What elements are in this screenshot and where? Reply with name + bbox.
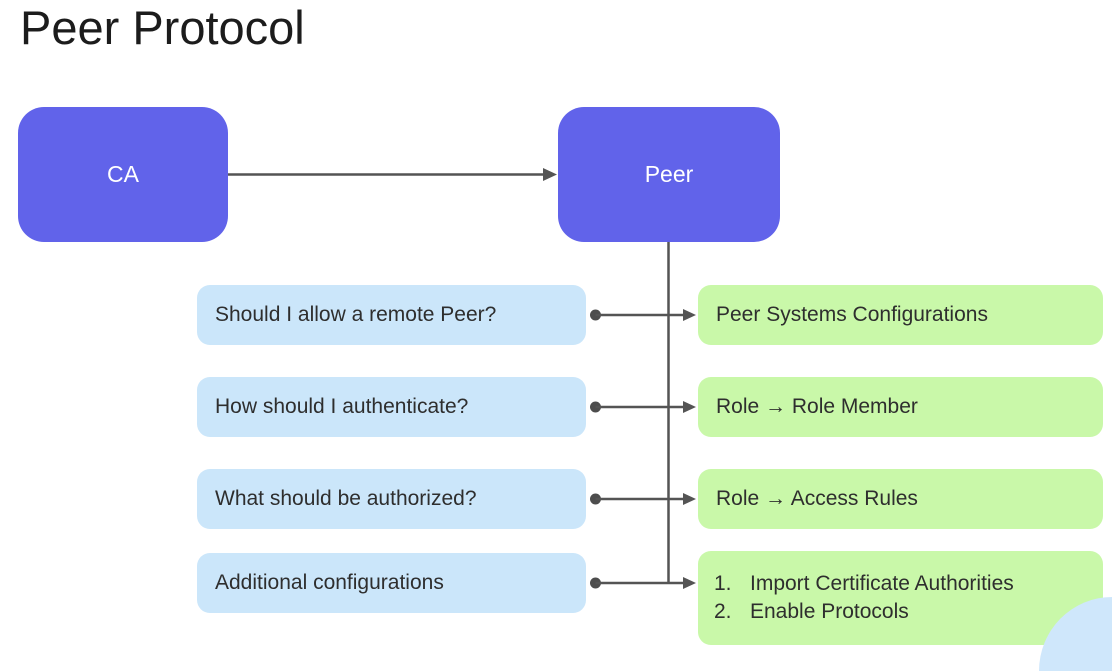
node-peer-label: Peer: [644, 161, 694, 187]
answer-label: Peer Systems Configurations: [716, 303, 988, 326]
answer-label: Import Certificate Authorities: [750, 572, 1014, 595]
question-box-additional-configurations: Additional configurations: [197, 553, 586, 613]
answer-label: Role → Access Rules: [716, 487, 918, 510]
question-label: Additional configurations: [215, 571, 444, 594]
answer-list-item: 1. Import Certificate Authorities: [714, 570, 1014, 598]
answer-label: Enable Protocols: [750, 600, 909, 623]
page-title: Peer Protocol: [20, 1, 305, 54]
node-peer: Peer: [558, 107, 780, 242]
question-label: What should be authorized?: [215, 487, 477, 510]
answer-box-additional-steps: 1. Import Certificate Authorities 2. Ena…: [698, 551, 1103, 645]
answer-label: Role → Role Member: [716, 395, 918, 418]
answer-box-role-member: Role → Role Member: [698, 377, 1103, 437]
question-label: How should I authenticate?: [215, 395, 469, 418]
answer-box-peer-systems-configurations: Peer Systems Configurations: [698, 285, 1103, 345]
list-number: 1.: [714, 572, 732, 595]
list-number: 2.: [714, 600, 732, 623]
arrowhead-icon: [683, 493, 696, 505]
answer-list-item: 2. Enable Protocols: [714, 598, 909, 626]
node-ca-label: CA: [107, 161, 139, 187]
question-box-remote-peer: Should I allow a remote Peer?: [197, 285, 586, 345]
arrowhead-icon: [543, 168, 557, 181]
question-box-authorized: What should be authorized?: [197, 469, 586, 529]
arrowhead-icon: [683, 577, 696, 589]
arrowhead-icon: [683, 401, 696, 413]
arrowhead-icon: [683, 309, 696, 321]
answer-box-access-rules: Role → Access Rules: [698, 469, 1103, 529]
node-ca: CA: [18, 107, 228, 242]
question-label: Should I allow a remote Peer?: [215, 303, 497, 326]
question-box-authenticate: How should I authenticate?: [197, 377, 586, 437]
